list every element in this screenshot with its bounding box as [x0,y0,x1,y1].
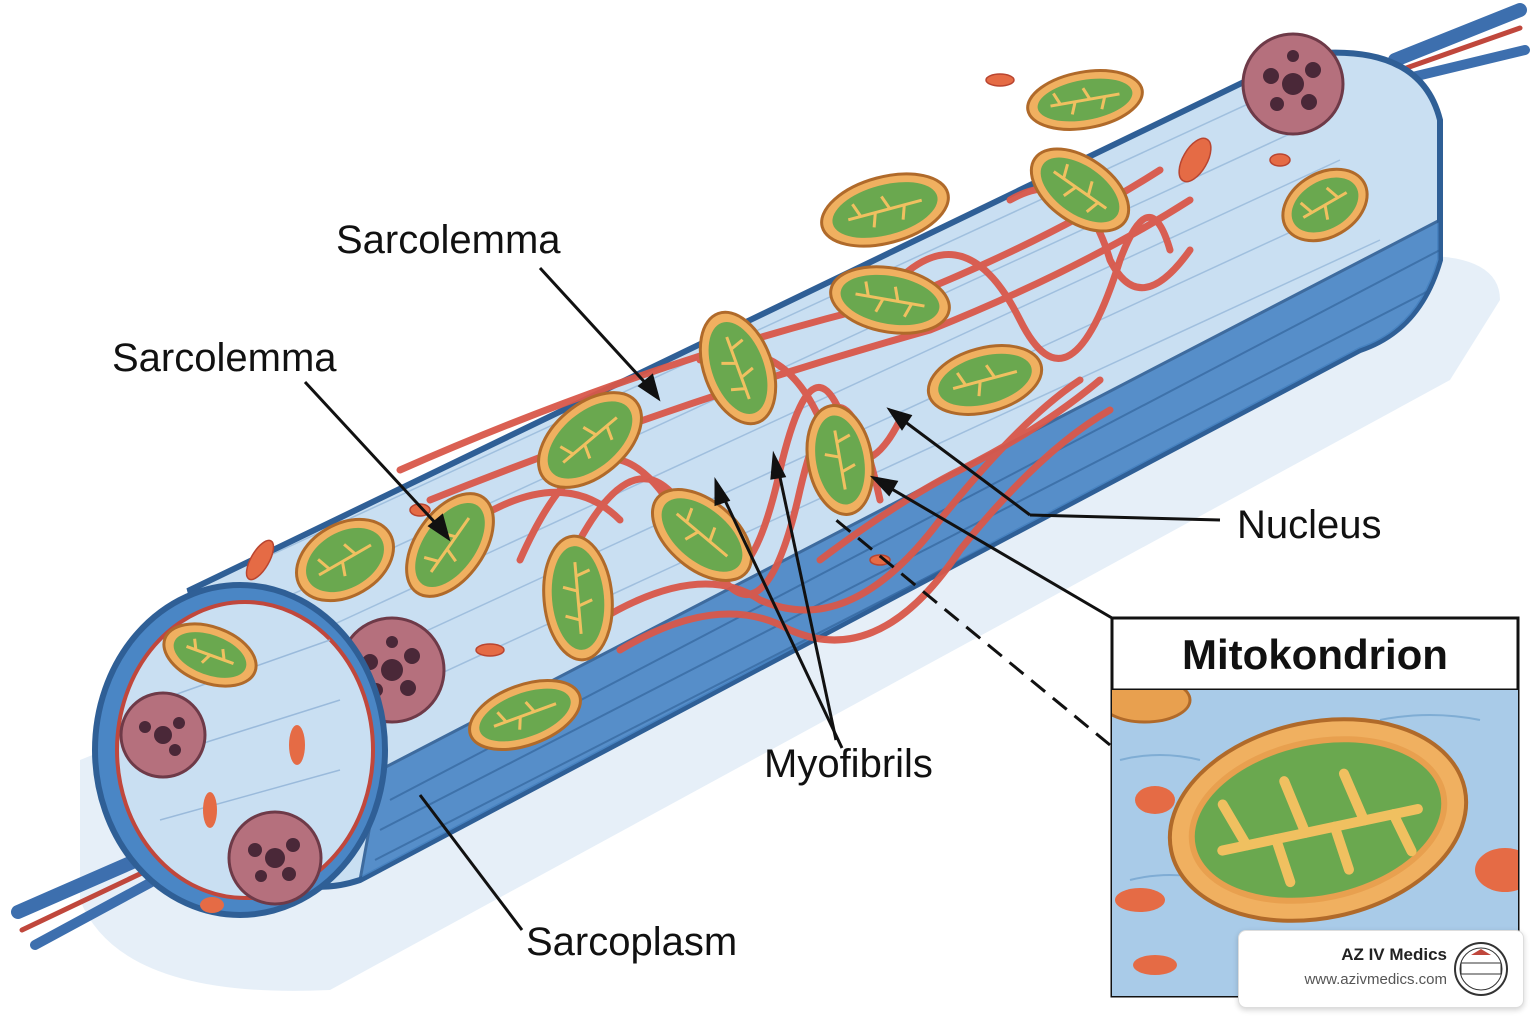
label-sarcolemma-top: Sarcolemma [336,218,561,262]
brand-name: AZ IV Medics [1341,945,1447,964]
fiber-side [357,217,1442,883]
label-sarcolemma-left: Sarcolemma [112,336,337,380]
mitochondria [295,69,1369,751]
leader-lines [303,266,1221,931]
inset-box [1110,616,1520,998]
sarcoplasmic-bits [245,73,1291,657]
cross-section [92,582,388,918]
brand-card[interactable]: AZ IV Medics www.azivmedics.com [1238,930,1524,1008]
brand-url[interactable]: www.azivmedics.com [1304,971,1447,988]
myofibril-bundle [396,166,1194,654]
label-myofibrils: Myofibrils [764,742,933,786]
label-sarcoplasm: Sarcoplasm [526,920,738,964]
inset-mitochondrion [1167,717,1469,923]
label-nucleus: Nucleus [1237,503,1382,547]
brand-seal-icon [1454,942,1508,996]
inset-title: Mitokondrion [1182,631,1448,678]
